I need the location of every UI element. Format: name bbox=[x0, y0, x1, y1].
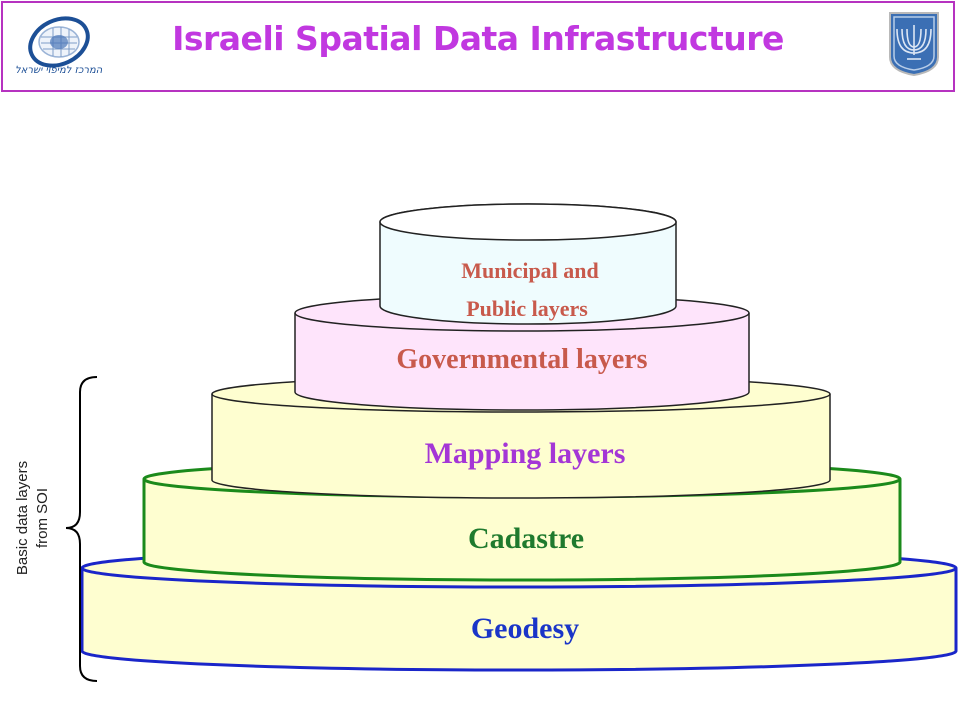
mapping-center-logo: המרכז למיפוי ישראל bbox=[15, 9, 105, 92]
layer-mapping: Mapping layers bbox=[211, 375, 831, 499]
layer-label-municipal-line2: Public layers bbox=[466, 296, 588, 321]
page-title: Israeli Spatial Data Infrastructure bbox=[172, 19, 784, 58]
curly-brace bbox=[65, 376, 98, 682]
menorah-emblem-icon bbox=[887, 11, 941, 82]
header-banner: המרכז למיפוי ישראל Israeli Spatial Data … bbox=[1, 1, 955, 92]
bracket-label-line1: Basic data layers bbox=[14, 461, 31, 575]
layer-geodesy: Geodesy bbox=[80, 547, 958, 672]
layer-governmental: Governmental layers bbox=[294, 294, 750, 411]
layer-label-geodesy: Geodesy bbox=[471, 612, 579, 645]
layer-label-mapping: Mapping layers bbox=[425, 437, 626, 470]
bracket-label-line2: from SOI bbox=[34, 488, 51, 548]
layer-label-governmental: Governmental layers bbox=[396, 344, 647, 375]
layer-municipal: Municipal and Public layers bbox=[379, 203, 677, 325]
logo-hebrew-text: המרכז למיפוי ישראל bbox=[15, 65, 103, 76]
layer-label-cadastre: Cadastre bbox=[468, 522, 584, 555]
layer-label-municipal-line1: Municipal and bbox=[461, 258, 599, 283]
